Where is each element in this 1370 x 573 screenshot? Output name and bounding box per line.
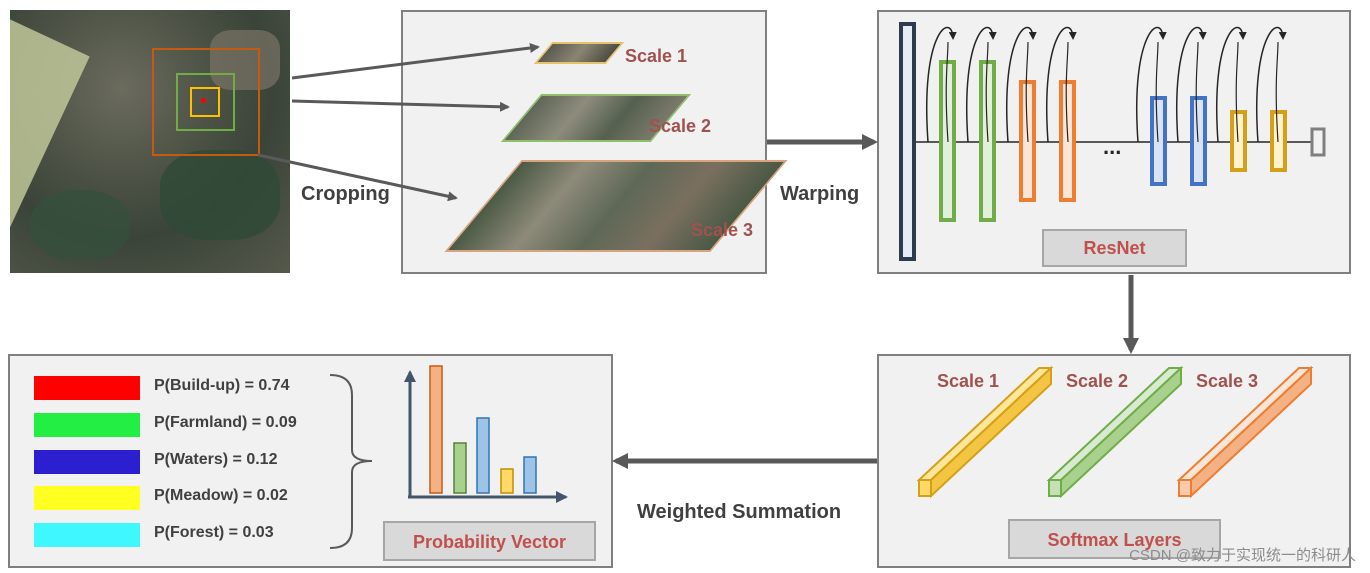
resnet-label: ResNet bbox=[1042, 229, 1187, 267]
resnet-ellipsis: ... bbox=[1103, 134, 1122, 159]
arrow-to-scale1 bbox=[291, 43, 540, 80]
forest-text: P(Forest) = 0.03 bbox=[154, 524, 274, 541]
watermark: CSDN @致力于实现统一的科研人 bbox=[1129, 547, 1356, 564]
probability-vector-label: Probability Vector bbox=[383, 521, 596, 561]
resnet-blocks bbox=[899, 22, 1326, 261]
softmax-scale3-label: Scale 3 bbox=[1196, 371, 1259, 391]
waters-text: P(Waters) = 0.12 bbox=[154, 451, 278, 468]
probability-panel: P(Build-up) = 0.74 P(Farmland) = 0.09 P(… bbox=[8, 354, 613, 568]
warping-label: Warping bbox=[780, 183, 860, 205]
softmax-label: Softmax Layers bbox=[1008, 519, 1221, 559]
bar-1 bbox=[429, 365, 443, 494]
bar-5 bbox=[523, 456, 537, 494]
waters-swatch bbox=[34, 450, 140, 474]
softmax-bar-scale3 bbox=[1176, 365, 1314, 499]
bar-4 bbox=[500, 468, 514, 494]
probability-bar-chart bbox=[404, 365, 568, 503]
input-block bbox=[899, 22, 916, 261]
softmax-bar-scale2 bbox=[1046, 365, 1184, 499]
farmland-text: P(Farmland) = 0.09 bbox=[154, 414, 297, 431]
crop-box-scale2 bbox=[176, 73, 235, 131]
output-block bbox=[1310, 127, 1326, 157]
meadow-text: P(Meadow) = 0.02 bbox=[154, 487, 288, 504]
arrow-to-scale2 bbox=[291, 99, 510, 112]
weighted-summation-label: Weighted Summation bbox=[637, 501, 842, 523]
crop-scale3-label: Scale 3 bbox=[691, 220, 754, 240]
center-point bbox=[201, 98, 206, 103]
softmax-bar-scale1 bbox=[916, 365, 1054, 499]
farmland-swatch bbox=[34, 413, 140, 437]
cropping-label: Cropping bbox=[301, 183, 390, 205]
meadow-swatch bbox=[34, 486, 140, 510]
crop-box-scale1 bbox=[190, 87, 220, 117]
satellite-image bbox=[10, 10, 290, 273]
crop-scale1-label: Scale 1 bbox=[625, 46, 688, 66]
crop-panel: Scale 1 Scale 2 Scale 3 bbox=[401, 10, 788, 274]
legend-bracket bbox=[329, 374, 373, 549]
bar-2 bbox=[453, 442, 467, 494]
softmax-scale1-label: Scale 1 bbox=[937, 371, 1000, 391]
bar-3 bbox=[476, 417, 490, 494]
crop-box-scale3 bbox=[152, 48, 260, 156]
build-up-swatch bbox=[34, 376, 140, 400]
crop-scale2-label: Scale 2 bbox=[649, 116, 712, 136]
build-up-text: P(Build-up) = 0.74 bbox=[154, 377, 290, 394]
arrow-to-scale3 bbox=[257, 153, 458, 202]
forest-swatch bbox=[34, 523, 140, 547]
softmax-scale2-label: Scale 2 bbox=[1066, 371, 1129, 391]
